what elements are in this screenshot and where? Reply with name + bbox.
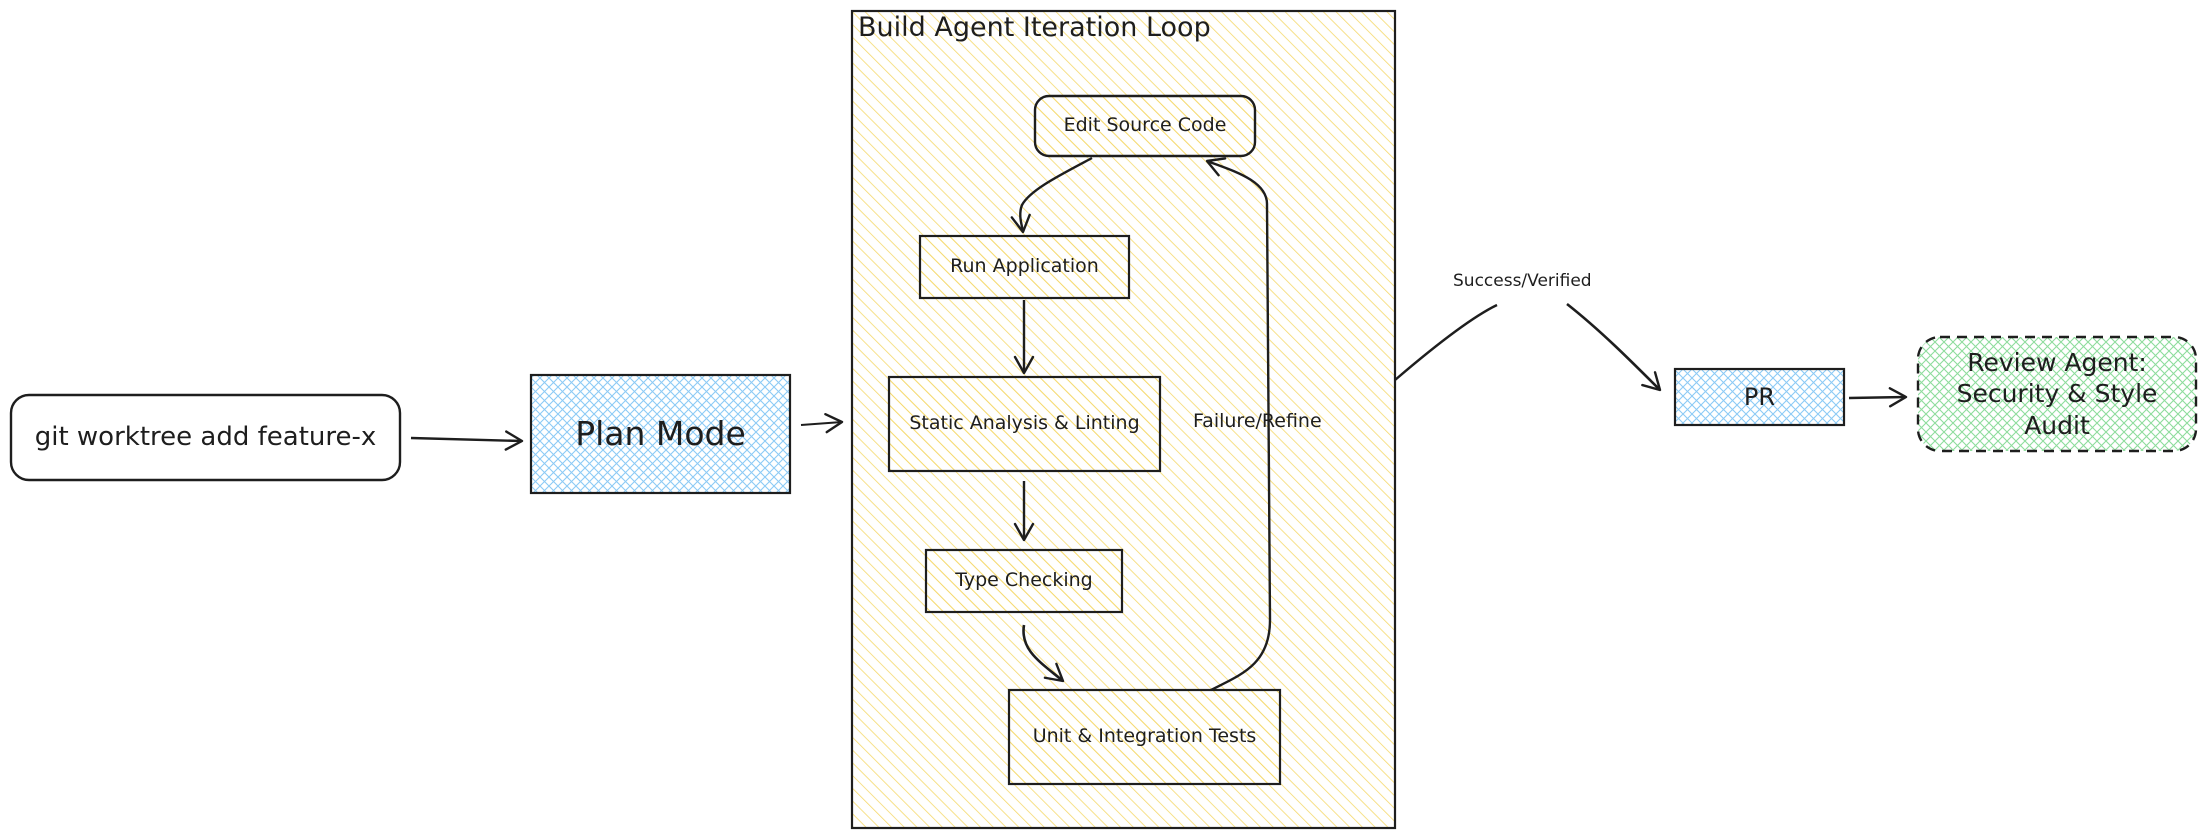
edit-source-code-label: Edit Source Code — [1063, 114, 1227, 137]
run-application-node[interactable] — [918, 234, 1131, 300]
success-verified-label: Success/Verified — [1453, 271, 1592, 291]
static-analysis-label: Static Analysis & Linting — [909, 412, 1140, 435]
frame-title: Build Agent Iteration Loop — [858, 12, 1211, 43]
arrow-tests-to-edit-failure — [1205, 157, 1272, 692]
arrow-type-to-tests — [1022, 624, 1065, 683]
arrow-plan-to-loop — [800, 412, 844, 434]
pr-node[interactable] — [1673, 367, 1846, 427]
unit-integration-tests-label: Unit & Integration Tests — [1032, 725, 1257, 748]
arrow-git-to-plan — [410, 430, 524, 451]
review-agent-label: Review Agent: Security & Style Audit — [1956, 348, 2158, 440]
plan-mode-label: Plan Mode — [575, 414, 746, 454]
arrow-pr-to-review — [1848, 387, 1908, 408]
type-checking-node[interactable] — [924, 548, 1124, 614]
type-checking-label: Type Checking — [955, 569, 1093, 592]
arrow-loop-to-pr-success — [1394, 303, 1498, 381]
review-agent-node[interactable] — [1916, 335, 2198, 453]
pr-label: PR — [1743, 383, 1776, 411]
edit-source-code-node[interactable] — [1033, 94, 1257, 158]
static-analysis-node[interactable] — [887, 375, 1162, 473]
plan-mode-node[interactable] — [529, 373, 792, 495]
git-worktree-node[interactable] — [9, 393, 402, 482]
failure-refine-label: Failure/Refine — [1193, 410, 1322, 432]
arrow-edit-to-run — [1010, 156, 1093, 234]
unit-integration-tests-node[interactable] — [1007, 688, 1282, 786]
arrow-loop-to-pr-success-head — [1566, 302, 1662, 392]
run-application-label: Run Application — [950, 255, 1099, 278]
git-worktree-label: git worktree add feature-x — [34, 422, 377, 453]
